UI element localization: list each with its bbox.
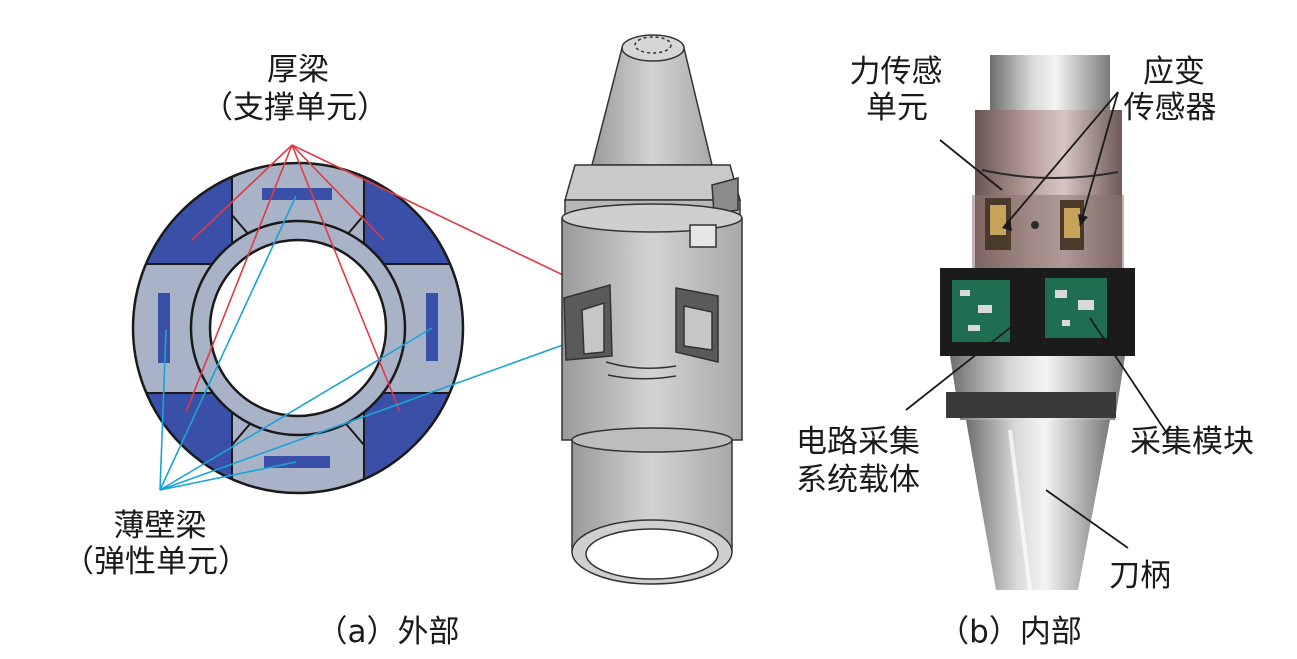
label-strain-1: 应变	[1143, 54, 1205, 90]
label-carrier-2: 系统载体	[796, 462, 920, 498]
strain-bar-right	[426, 293, 438, 361]
label-shank: 刀柄	[1109, 558, 1171, 594]
label-thick-beam-1: 厚梁	[267, 52, 329, 88]
caption-b: （b）内部	[938, 614, 1082, 650]
label-thin-beam-1: 薄壁梁	[114, 508, 207, 544]
strain-bar-top	[262, 188, 332, 200]
sensor-tool-photo	[940, 55, 1135, 591]
label-force-unit-1: 力传感	[850, 54, 943, 90]
thick-beam-leaders	[185, 144, 637, 413]
label-thick-beam-2: （支撑单元）	[202, 90, 388, 126]
thin-beam-leaders	[159, 195, 589, 491]
strain-bar-left	[158, 293, 170, 363]
panel-b-leaders	[905, 91, 1167, 549]
label-module: 采集模块	[1130, 424, 1254, 460]
label-force-unit-2: 单元	[866, 90, 928, 126]
beam-separators	[133, 163, 463, 493]
label-thin-beam-2: （弹性单元）	[63, 544, 249, 580]
caption-a: （a）外部	[317, 614, 460, 650]
label-carrier-1: 电路采集	[796, 424, 920, 460]
ring-cross-section	[131, 161, 465, 495]
center-bore	[208, 238, 388, 418]
cad-tool-holder	[561, 34, 743, 585]
label-strain-2: 传感器	[1124, 90, 1217, 126]
